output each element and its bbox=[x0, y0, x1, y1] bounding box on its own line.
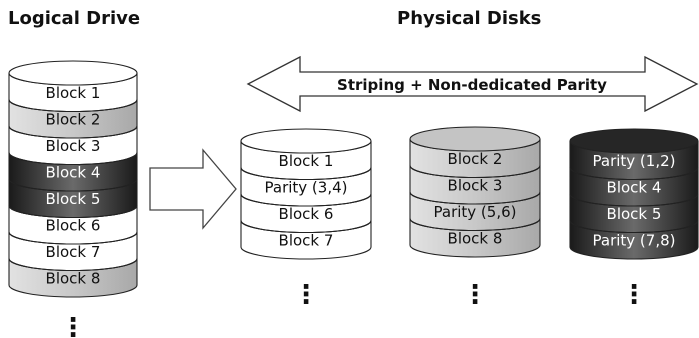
logical-block-separator bbox=[8, 178, 138, 192]
disk-3-block-separator bbox=[569, 220, 699, 234]
logical-block-label: Block 7 bbox=[46, 243, 101, 261]
logical-block-label: Block 5 bbox=[46, 190, 101, 208]
disk-3-cylinder: Parity (1,2) Block 4 Block 5 Parity (7,8) ⋮ bbox=[569, 128, 699, 310]
logical-block-label: Block 6 bbox=[46, 217, 101, 235]
logical-block-separator bbox=[8, 152, 138, 166]
disk-1-block-label: Block 7 bbox=[279, 232, 334, 250]
disk-1-block-label: Parity (3,4) bbox=[265, 179, 348, 197]
disk-2-block-separator bbox=[409, 165, 541, 179]
logical-block-ellipsis: ⋮ bbox=[60, 313, 86, 338]
logical-block-separator bbox=[8, 258, 138, 272]
disk-2-block-label: Block 2 bbox=[448, 150, 503, 168]
disk-1-block-separator bbox=[240, 167, 372, 181]
disk-1-block-label: Block 1 bbox=[279, 152, 334, 170]
logical-block-label: Block 2 bbox=[46, 111, 101, 129]
logical-block-separator bbox=[8, 99, 138, 113]
logical-drive-cylinder: Block 1 Block 2 Block 3 Block 4 Block 5 Block… bbox=[8, 60, 138, 338]
logical-block-label: Block 1 bbox=[46, 84, 101, 102]
logical-block-label: Block 8 bbox=[46, 270, 101, 288]
disk-3-block-ellipsis: ⋮ bbox=[621, 280, 647, 310]
disk-2-cylinder: Block 2 Block 3 Parity (5,6) Block 8 ⋮ bbox=[409, 126, 541, 310]
logical-block-separator bbox=[8, 231, 138, 245]
disk-2-block-ellipsis: ⋮ bbox=[462, 280, 488, 310]
striping-arrow bbox=[246, 55, 699, 113]
disk-2-block-top bbox=[409, 126, 541, 152]
logical-block-separator bbox=[8, 205, 138, 219]
logical-block-label: Block 4 bbox=[46, 164, 101, 182]
logical-block-separator bbox=[8, 125, 138, 139]
disk-1-block-ellipsis: ⋮ bbox=[293, 280, 319, 310]
disk-3-block-top bbox=[569, 128, 699, 154]
disk-2-block-label: Block 3 bbox=[448, 177, 503, 195]
logical-block-label: Block 3 bbox=[46, 137, 101, 155]
disk-2-block-label: Block 8 bbox=[448, 230, 503, 248]
striping-label: Striping + Non-dedicated Parity bbox=[337, 76, 607, 94]
disk-1-block-separator bbox=[240, 193, 372, 207]
disk-1-block-label: Block 6 bbox=[279, 205, 334, 223]
disk-1-cylinder: Block 1 Parity (3,4) Block 6 Block 7 ⋮ bbox=[240, 128, 372, 310]
disk-2-block-separator bbox=[409, 218, 541, 232]
disk-3-block-label: Block 4 bbox=[607, 179, 662, 197]
logical-drive-heading: Logical Drive bbox=[8, 8, 141, 29]
disk-3-block-label: Parity (7,8) bbox=[593, 232, 676, 250]
disk-3-block-label: Parity (1,2) bbox=[593, 152, 676, 170]
disk-2-block-label: Parity (5,6) bbox=[434, 203, 517, 221]
mapping-arrow bbox=[149, 148, 237, 230]
physical-disks-heading: Physical Disks bbox=[397, 8, 542, 29]
disk-1-block-separator bbox=[240, 220, 372, 234]
disk-3-block-separator bbox=[569, 167, 699, 181]
disk-1-block-top bbox=[240, 128, 372, 154]
disk-3-block-separator bbox=[569, 193, 699, 207]
logical-block-top bbox=[8, 60, 138, 86]
disk-3-block-label: Block 5 bbox=[607, 205, 662, 223]
disk-2-block-separator bbox=[409, 191, 541, 205]
